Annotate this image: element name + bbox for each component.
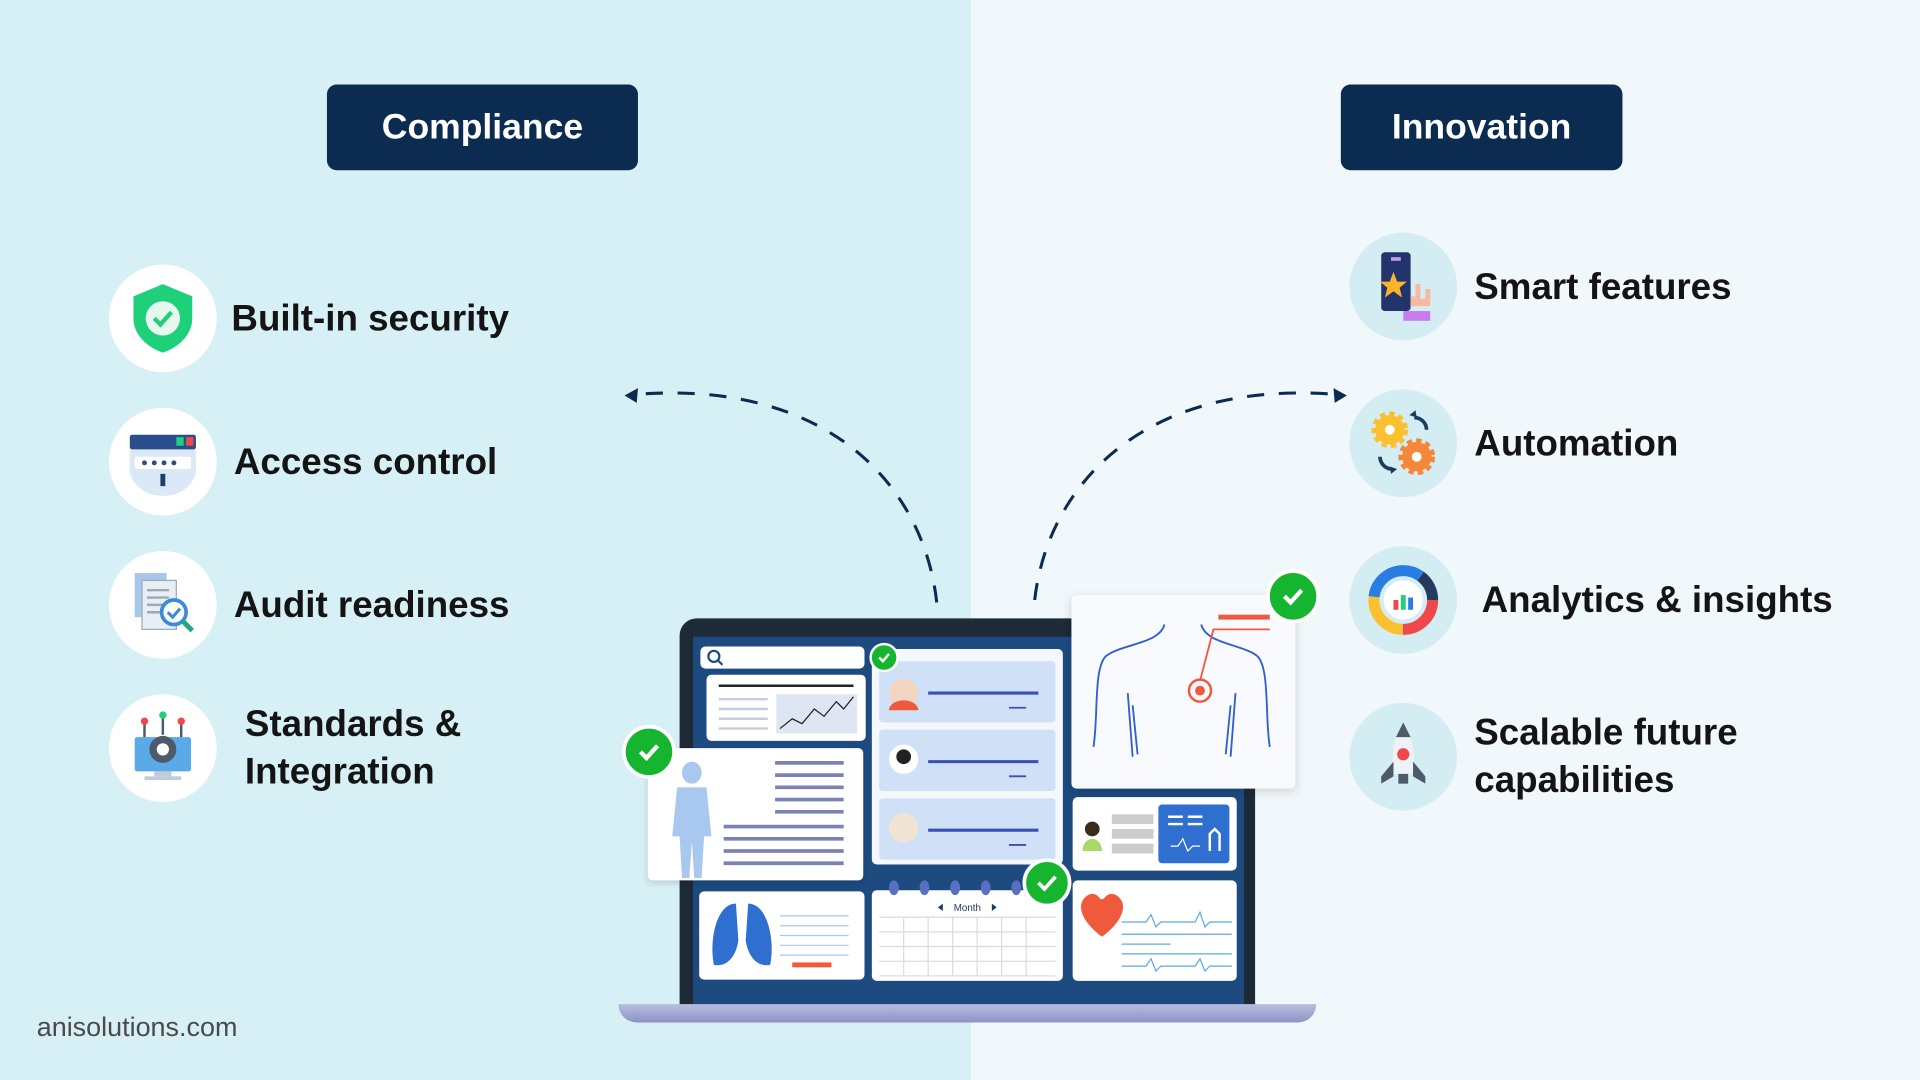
innovation-item-smart: Smart features <box>1349 232 1732 341</box>
arrow-to-innovation <box>1033 391 1335 601</box>
innovation-item-analytics: Analytics & insights <box>1349 546 1833 654</box>
compliance-item-audit: Audit readiness <box>108 551 510 659</box>
search-bar <box>700 646 865 669</box>
arrow-head-right <box>1333 388 1347 403</box>
item-label: Access control <box>233 441 498 482</box>
check-icon <box>1022 858 1072 908</box>
compliance-item-security: Built-in security <box>108 264 510 373</box>
innovation-item-automation: Automation <box>1349 389 1679 498</box>
touch-phone-star-icon <box>1349 232 1458 341</box>
gear-monitor-icon <box>108 694 217 803</box>
gears-arrows-icon <box>1349 389 1458 498</box>
donut-chart-icon <box>1349 546 1458 654</box>
check-icon <box>1266 569 1321 624</box>
footer-website: anisolutions.com <box>36 1011 238 1043</box>
scan-card <box>1072 797 1237 871</box>
item-label: Audit readiness <box>233 584 510 626</box>
body-report-card <box>647 748 864 881</box>
chart-card <box>706 674 866 741</box>
anatomy-card <box>1071 595 1296 789</box>
check-icon <box>622 724 676 779</box>
calendar-month-label: Month <box>953 902 981 914</box>
calendar-rings <box>888 880 1022 896</box>
item-label: Scalable future capabilities <box>1474 709 1768 805</box>
arrow-to-compliance <box>636 391 939 603</box>
password-lock-icon <box>108 407 217 516</box>
compliance-item-standards: Standards & Integration <box>108 694 490 803</box>
compliance-heading: Compliance <box>326 84 638 171</box>
laptop-base <box>618 1004 1317 1023</box>
item-label: Smart features <box>1474 266 1732 307</box>
lungs-card <box>699 891 865 980</box>
patient-list <box>871 648 1063 865</box>
item-label: Automation <box>1474 423 1679 464</box>
shield-check-icon <box>108 264 217 373</box>
item-label: Built-in security <box>231 298 510 339</box>
innovation-item-scalable: Scalable future capabilities <box>1349 702 1768 811</box>
document-magnifier-icon <box>108 551 217 659</box>
check-icon-small <box>869 642 899 673</box>
item-label-text: Standards & Integration <box>244 704 462 793</box>
item-label-text: Scalable future capabilities <box>1474 712 1738 801</box>
item-label: Standards & Integration <box>245 700 490 796</box>
item-label: Analytics & insights <box>1481 579 1833 621</box>
calendar-card: Month <box>871 890 1063 981</box>
rocket-icon <box>1349 702 1458 811</box>
arrow-head-left <box>624 388 638 403</box>
compliance-item-access: Access control <box>108 407 498 516</box>
innovation-heading: Innovation <box>1340 84 1623 171</box>
heart-rate-card <box>1072 880 1237 981</box>
